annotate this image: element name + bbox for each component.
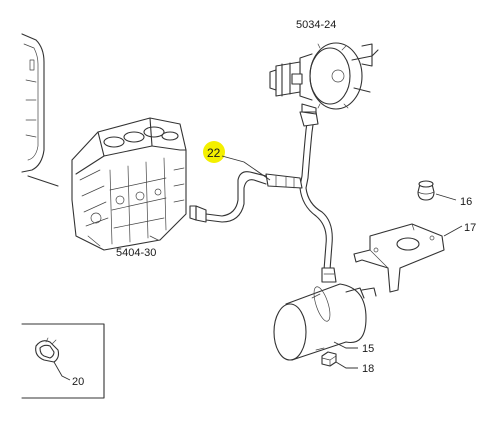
- nut-label: 18: [362, 363, 374, 375]
- clip-detail-box: [21, 323, 105, 399]
- callout-22-highlight: [203, 141, 225, 163]
- clip-label: 20: [72, 376, 84, 388]
- engine-block-label: 5404-30: [116, 247, 156, 259]
- bracket[interactable]: 17: [353, 222, 476, 293]
- brake-booster[interactable]: 5034-24: [269, 19, 379, 110]
- vehicle-body-part: [21, 33, 59, 187]
- grommet[interactable]: 16: [417, 180, 472, 208]
- grommet-label: 16: [460, 196, 472, 208]
- brake-booster-label: 5034-24: [296, 19, 336, 31]
- nut[interactable]: 18: [321, 351, 374, 375]
- clip[interactable]: 20: [35, 337, 85, 388]
- reservoir-label: 15: [362, 343, 374, 355]
- callout-22-label: 22: [207, 146, 221, 160]
- vacuum-hose[interactable]: [189, 103, 337, 283]
- engine-block[interactable]: 5404-30: [71, 117, 187, 259]
- callout-22[interactable]: 22: [203, 141, 271, 181]
- vacuum-reservoir[interactable]: 15: [273, 283, 377, 361]
- bracket-label: 17: [464, 222, 476, 234]
